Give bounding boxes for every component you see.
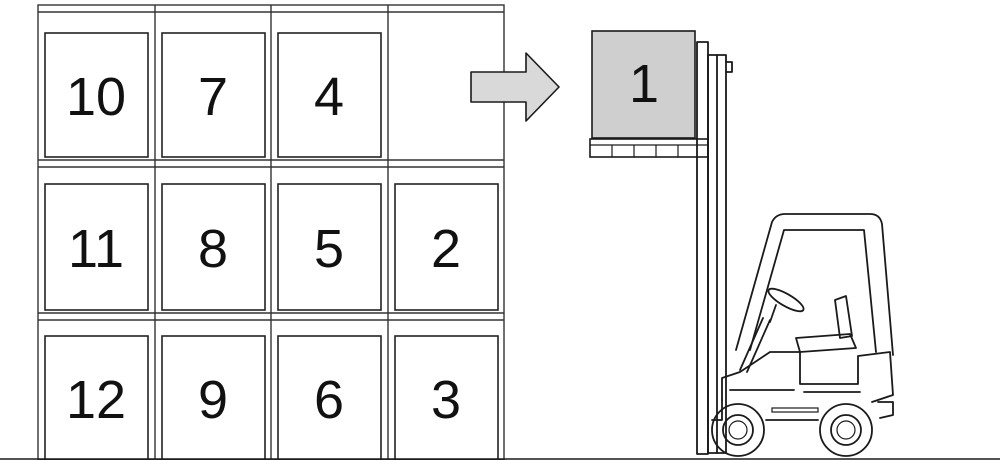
lifted-box-label: 1 [629, 54, 659, 114]
rack-box-6: 6 [277, 335, 382, 460]
box-label-3: 3 [431, 370, 461, 430]
arrow-right-icon [470, 52, 560, 122]
lifted-box [591, 30, 696, 139]
rack-box-3: 3 [394, 335, 499, 460]
forklift-front-wheel [711, 403, 765, 457]
rack-box-11: 11 [44, 183, 149, 311]
rack-box-12: 12 [44, 335, 149, 460]
rack-box-8: 8 [161, 183, 266, 311]
box-label-6: 6 [314, 370, 344, 430]
forklift-steering [739, 287, 805, 373]
rack-box-10: 10 [44, 32, 149, 158]
pallet [589, 138, 709, 158]
storage-rack [37, 4, 505, 460]
rack-box-5: 5 [277, 183, 382, 311]
rack-box-4: 4 [277, 32, 382, 158]
rack-box-9: 9 [161, 335, 266, 460]
lifted-pallet: 1 [589, 30, 709, 158]
box-label-5: 5 [314, 219, 344, 279]
box-label-7: 7 [198, 67, 228, 127]
forklift-body [711, 351, 894, 421]
forklift-rear-wheel [819, 403, 873, 457]
box-label-4: 4 [314, 67, 344, 127]
box-label-10: 10 [66, 67, 126, 127]
forklift-overhead-guard [735, 213, 894, 356]
box-label-9: 9 [198, 370, 228, 430]
forklift-seat [795, 295, 857, 353]
rack-box-2: 2 [394, 183, 499, 311]
box-label-11: 11 [68, 219, 124, 279]
box-label-2: 2 [431, 219, 461, 279]
box-label-8: 8 [198, 219, 228, 279]
forklift [696, 41, 894, 457]
box-label-12: 12 [66, 370, 126, 430]
forklift-mast [696, 41, 733, 455]
rack-box-7: 7 [161, 32, 266, 158]
